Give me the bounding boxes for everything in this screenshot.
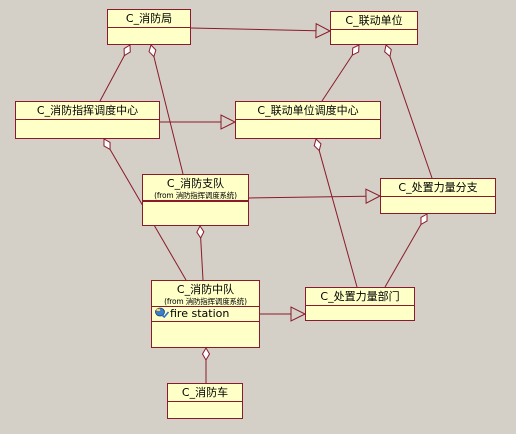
operation-compartment xyxy=(152,321,259,326)
attribute-row[interactable]: fire station xyxy=(152,307,259,321)
class-name: C_消防局 xyxy=(108,10,190,28)
class-name: C_消防车 xyxy=(168,384,242,402)
aggregation-diamond xyxy=(148,44,157,58)
aggregation-line xyxy=(153,56,184,175)
aggregation-diamond xyxy=(201,347,211,361)
class-fire-bureau[interactable]: C_消防局 xyxy=(107,9,191,45)
protected-attribute-icon xyxy=(155,307,169,318)
class-fire-squadron[interactable]: C_消防中队 (from 消防指挥调度系统) fire station xyxy=(151,280,260,348)
class-name: C_消防支队 xyxy=(166,177,225,190)
package-origin: (from 消防指挥调度系统) xyxy=(164,297,247,306)
generalization-line xyxy=(190,27,317,32)
package-origin: (from 消防指挥调度系统) xyxy=(154,191,237,200)
aggregation-diamond xyxy=(196,225,205,239)
class-dispatch-center[interactable]: C_消防指挥调度中心 xyxy=(15,101,160,139)
class-name-block: C_消防中队 (from 消防指挥调度系统) xyxy=(152,281,259,307)
class-name: C_处置力量分支 xyxy=(381,179,495,197)
aggregation-line xyxy=(200,237,204,281)
aggregation-diamond xyxy=(420,213,428,226)
class-fire-truck[interactable]: C_消防车 xyxy=(167,383,243,419)
class-linkage-dispatch-center[interactable]: C_联动单位调度中心 xyxy=(235,101,381,139)
aggregation-line xyxy=(99,55,125,102)
aggregation-line xyxy=(321,54,353,102)
class-name: C_处置力量部门 xyxy=(306,288,414,306)
class-name: C_消防指挥调度中心 xyxy=(16,102,159,120)
class-name: C_联动单位 xyxy=(331,12,417,30)
inheritance-arrowhead xyxy=(290,306,307,322)
class-handling-department[interactable]: C_处置力量部门 xyxy=(305,287,415,321)
attribute-compartment xyxy=(143,201,248,206)
aggregation-diamond xyxy=(103,138,111,151)
generalization-line xyxy=(248,195,367,199)
aggregation-line xyxy=(384,224,422,288)
class-linkage-unit[interactable]: C_联动单位 xyxy=(330,11,418,45)
aggregation-line xyxy=(318,150,358,288)
class-fire-detachment[interactable]: C_消防支队 (from 消防指挥调度系统) xyxy=(142,174,249,226)
aggregation-diamond xyxy=(351,44,360,56)
inheritance-arrowhead xyxy=(315,22,332,39)
class-name-block: C_消防支队 (from 消防指挥调度系统) xyxy=(143,175,248,201)
aggregation-diamond xyxy=(384,44,392,58)
inheritance-arrowhead xyxy=(220,114,237,130)
aggregation-diamond xyxy=(313,138,322,152)
inheritance-arrowhead xyxy=(365,188,382,205)
aggregation-line xyxy=(389,56,433,179)
attribute-name: fire station xyxy=(170,307,230,320)
class-handling-branch[interactable]: C_处置力量分支 xyxy=(380,178,496,214)
class-name: C_消防中队 xyxy=(176,283,235,296)
aggregation-diamond xyxy=(123,44,131,57)
class-name: C_联动单位调度中心 xyxy=(236,102,380,120)
